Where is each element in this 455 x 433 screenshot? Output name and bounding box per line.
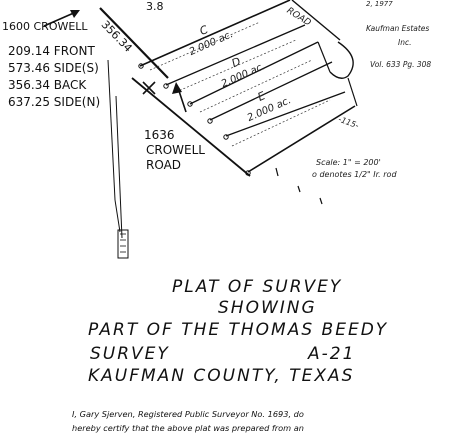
fence-line — [107, 59, 113, 141]
strip-box — [117, 229, 129, 259]
scale-note: Scale: 1" = 200' — [316, 158, 381, 167]
lot-c-line — [165, 24, 306, 86]
lot-north-line — [139, 0, 291, 67]
lot-e-line — [209, 61, 333, 121]
rod-marker — [187, 101, 193, 107]
certification-line-2: hereby certify that the above plat was p… — [72, 423, 304, 433]
front-dimension: 209.14 FRONT — [8, 44, 95, 58]
side-s-dimension: 573.46 SIDE(S) — [8, 61, 99, 75]
fence-dash — [319, 197, 323, 205]
estates-line-1: Kaufman Estates — [366, 24, 430, 33]
side-n-dimension: 637.25 SIDE(N) — [8, 95, 101, 109]
bearing-dashes-3 — [199, 59, 313, 113]
lot-d-line — [189, 41, 319, 105]
fence-dash — [297, 185, 301, 193]
fence-line — [114, 199, 121, 233]
title-line-5: KAUFMAN COUNTY, TEXAS — [88, 366, 355, 386]
title-line-4-left: SURVEY — [90, 344, 170, 364]
rod-legend: o denotes 1/2" Ir. rod — [312, 170, 397, 179]
back-dimension: 356.34 BACK — [8, 78, 87, 92]
cul-de-sac-curve — [329, 41, 354, 79]
top-partial-label: 3.8 — [146, 0, 164, 13]
east-line-lower — [347, 77, 358, 107]
certification-line-1: I, Gary Sjerven, Registered Public Surve… — [72, 409, 304, 419]
east-line-mid — [317, 41, 331, 73]
rod-marker — [138, 63, 144, 69]
address-main: 1600 CROWELL — [2, 20, 88, 33]
title-line-2: SHOWING — [218, 298, 317, 318]
rod-marker — [245, 170, 251, 176]
west-boundary-line — [99, 7, 169, 79]
year-partial: 2, 1977 — [366, 0, 393, 8]
rod-marker — [207, 118, 213, 124]
fence-line — [111, 139, 116, 201]
title-line-4-right: A-21 — [308, 344, 356, 364]
estates-line-2: Inc. — [398, 38, 412, 47]
east-line-upper — [291, 0, 341, 41]
fence-dash — [275, 167, 279, 177]
title-line-3: PART OF THE THOMAS BEEDY — [88, 320, 389, 340]
rod-marker — [163, 83, 169, 89]
road-frontage-line — [131, 77, 251, 177]
arrow-shaft — [43, 11, 77, 27]
title-line-1: PLAT OF SURVEY — [172, 277, 343, 297]
bearing-dashes-2 — [175, 39, 297, 93]
rod-marker — [223, 134, 229, 140]
bearing-dashes-1 — [149, 21, 261, 71]
fence-line — [115, 95, 123, 239]
arrow-head — [70, 10, 80, 18]
lot-e-south-line — [225, 91, 346, 137]
volume-reference: Vol. 633 Pg. 308 — [370, 60, 432, 69]
road-name: CROWELL ROAD — [146, 143, 205, 172]
address-mark: 1636 — [144, 128, 175, 142]
x-mark — [142, 81, 156, 95]
arrow-head — [172, 82, 182, 94]
lot-south-line — [247, 105, 356, 173]
